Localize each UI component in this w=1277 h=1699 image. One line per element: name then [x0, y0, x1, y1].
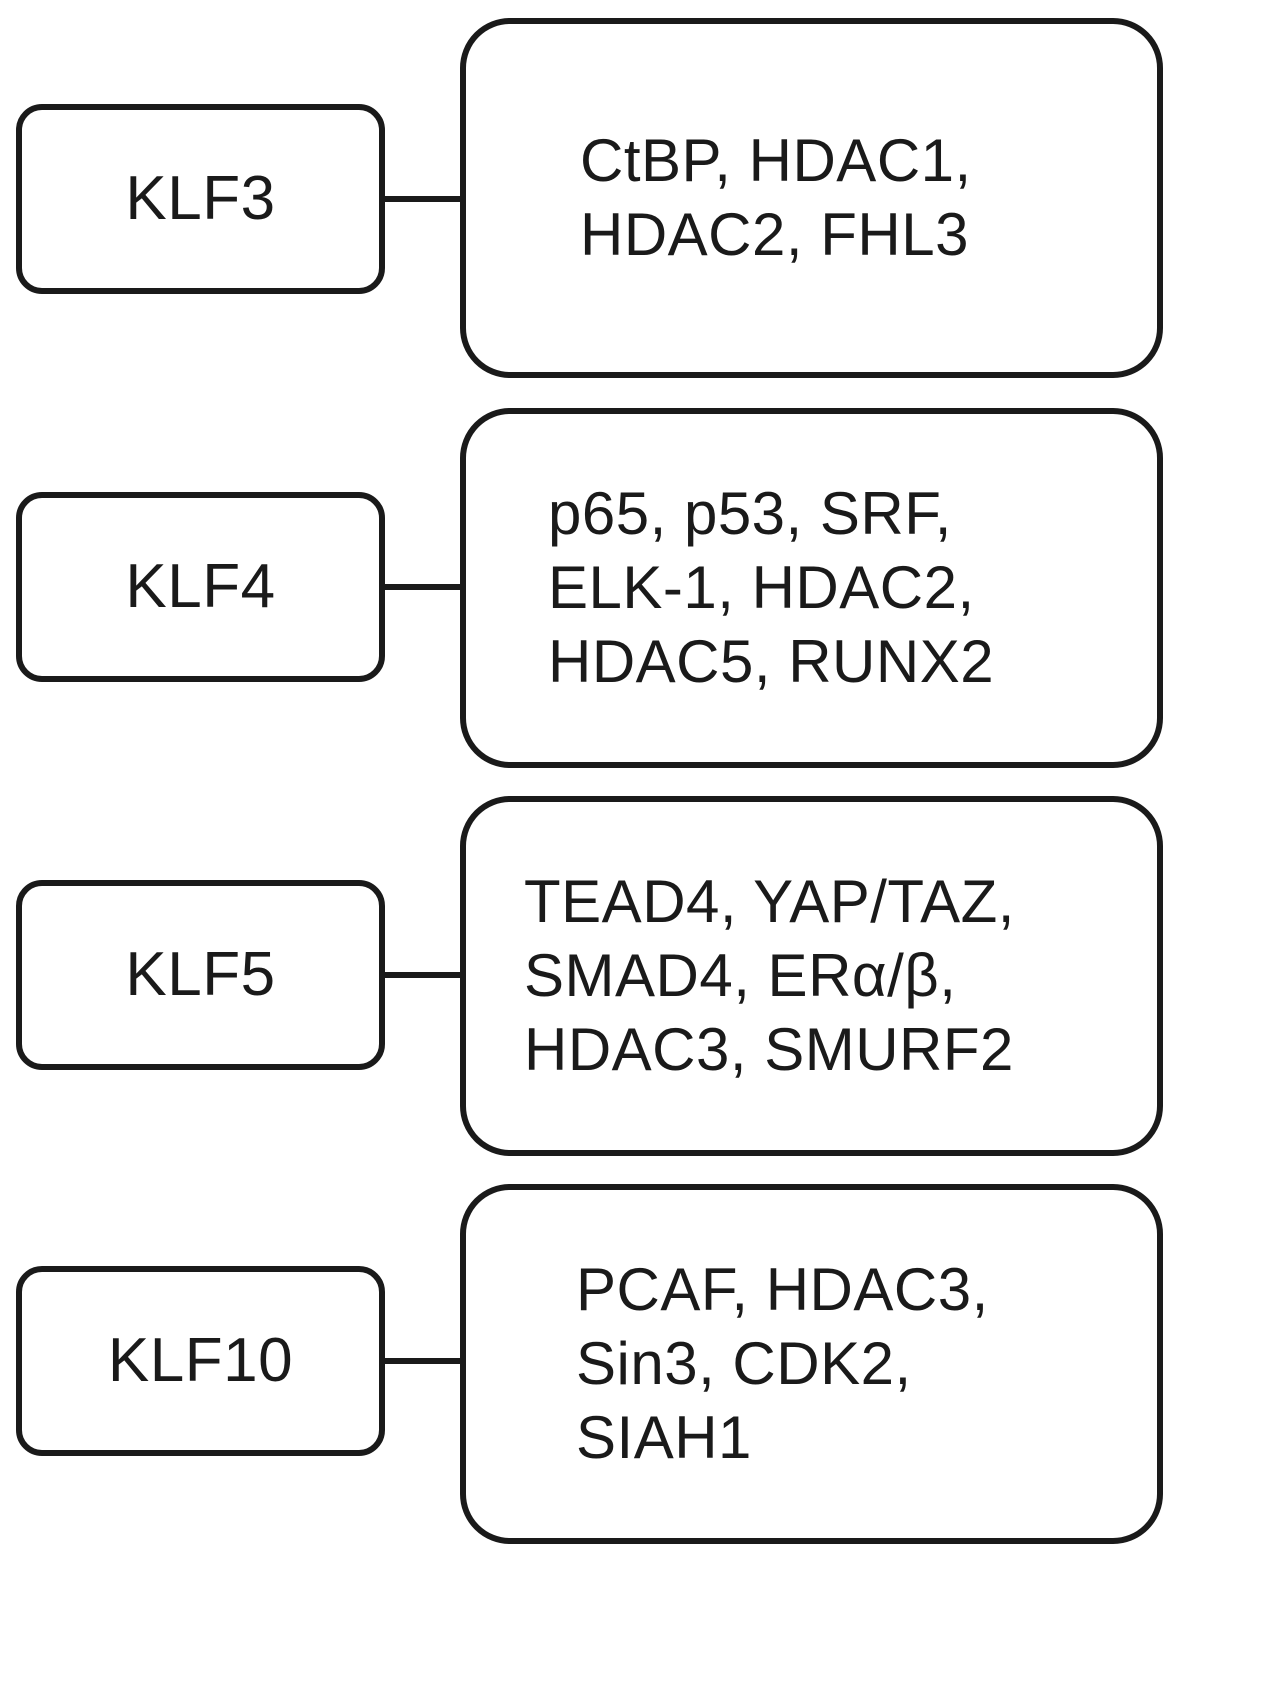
- connector-line: [385, 196, 463, 202]
- partners-box-klf3: CtBP, HDAC1, HDAC2, FHL3: [460, 18, 1163, 378]
- partner-line: HDAC5, RUNX2: [548, 628, 995, 695]
- partner-line: Sin3, CDK2,: [576, 1330, 912, 1397]
- klf-box-klf3: KLF3: [16, 104, 385, 294]
- klf-label: KLF5: [125, 940, 276, 1009]
- partner-line: ELK-1, HDAC2,: [548, 554, 975, 621]
- klf-box-klf5: KLF5: [16, 880, 385, 1070]
- connector-line: [385, 584, 463, 590]
- klf-label: KLF4: [125, 552, 276, 621]
- partner-line: TEAD4, YAP/TAZ,: [524, 868, 1015, 935]
- klf-box-klf10: KLF10: [16, 1266, 385, 1456]
- partner-line: p65, p53, SRF,: [548, 480, 952, 547]
- partner-line: HDAC2, FHL3: [580, 201, 969, 268]
- partner-line: HDAC3, SMURF2: [524, 1016, 1014, 1083]
- klf-label: KLF3: [125, 164, 276, 233]
- partners-list: CtBP, HDAC1, HDAC2, FHL3: [580, 24, 972, 372]
- partner-line: CtBP, HDAC1,: [580, 127, 972, 194]
- partners-list: TEAD4, YAP/TAZ, SMAD4, ERα/β, HDAC3, SMU…: [524, 802, 1015, 1150]
- klf-label: KLF10: [107, 1326, 294, 1395]
- connector-line: [385, 972, 463, 978]
- klf-box-klf4: KLF4: [16, 492, 385, 682]
- partners-box-klf5: TEAD4, YAP/TAZ, SMAD4, ERα/β, HDAC3, SMU…: [460, 796, 1163, 1156]
- partner-line: PCAF, HDAC3,: [576, 1256, 989, 1323]
- partners-box-klf4: p65, p53, SRF, ELK-1, HDAC2, HDAC5, RUNX…: [460, 408, 1163, 768]
- connector-line: [385, 1358, 463, 1364]
- partner-line: SMAD4, ERα/β,: [524, 942, 957, 1009]
- partner-line: SIAH1: [576, 1404, 752, 1471]
- partners-list: p65, p53, SRF, ELK-1, HDAC2, HDAC5, RUNX…: [548, 414, 994, 762]
- partners-box-klf10: PCAF, HDAC3, Sin3, CDK2, SIAH1: [460, 1184, 1163, 1544]
- partners-list: PCAF, HDAC3, Sin3, CDK2, SIAH1: [576, 1190, 989, 1538]
